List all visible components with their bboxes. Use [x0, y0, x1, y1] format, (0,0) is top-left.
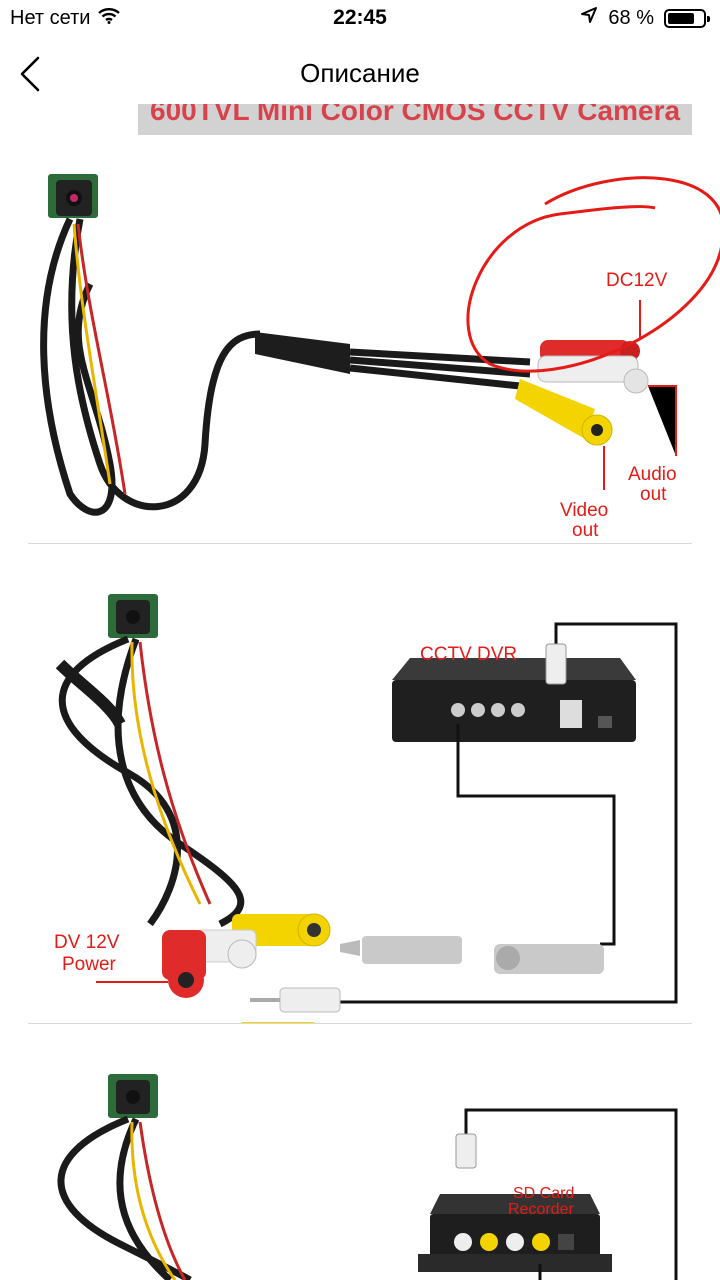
- cctv-dvr-device: [392, 658, 636, 742]
- dvr-wiring-overlay: CCTV DVR DV 12V Power: [0, 584, 720, 1024]
- back-button[interactable]: [16, 52, 56, 96]
- clock: 22:45: [333, 6, 387, 29]
- camera-module: [108, 1074, 158, 1118]
- page-title: Описание: [300, 58, 420, 88]
- video-out-label-1: Video: [560, 500, 608, 521]
- divider: [28, 543, 692, 544]
- camera-module: [108, 594, 158, 638]
- audio-out-label-2: out: [640, 484, 667, 505]
- product-image-cables[interactable]: 600TVL Mini Color CMOS CCTV Camera: [0, 104, 720, 544]
- battery-icon: [664, 8, 710, 28]
- banner-text: 600TVL Mini Color CMOS CCTV Camera: [150, 104, 680, 126]
- sd-recorder-label-2: Recorder: [508, 1201, 574, 1218]
- power-label-2: Power: [62, 954, 117, 975]
- nav-bar: Описание: [0, 44, 720, 104]
- highlight-circle: [466, 176, 720, 373]
- bnc-adapter: [340, 936, 462, 964]
- location-arrow-icon: [580, 6, 598, 30]
- rca-plugs: [162, 913, 341, 1013]
- description-content: 600TVL Mini Color CMOS CCTV Camera: [0, 104, 720, 1280]
- carrier-label: Нет сети: [10, 7, 91, 29]
- audio-out-label-1: Audio: [628, 464, 677, 485]
- divider: [28, 1023, 692, 1024]
- wifi-icon: [98, 7, 121, 30]
- rca-yellow-connector: [515, 379, 613, 446]
- sd-recorder-label-1: SD Card: [513, 1185, 574, 1202]
- bnc-connector: [494, 944, 604, 974]
- camera-module: [48, 174, 98, 218]
- dc12v-label: DC12V: [606, 270, 668, 291]
- cctv-dvr-label: CCTV DVR: [420, 644, 517, 665]
- video-out-label-2: out: [572, 520, 599, 541]
- product-image-sd-recorder[interactable]: SD Card Recorder: [0, 1064, 720, 1280]
- chevron-left-icon: [20, 56, 40, 92]
- power-label-1: DV 12V: [54, 932, 120, 953]
- status-bar: Нет сети 22:45 68 %: [0, 0, 720, 38]
- sd-card-recorder: [418, 1194, 612, 1272]
- battery-percent: 68 %: [608, 6, 654, 29]
- rca-white-connector: [537, 355, 649, 394]
